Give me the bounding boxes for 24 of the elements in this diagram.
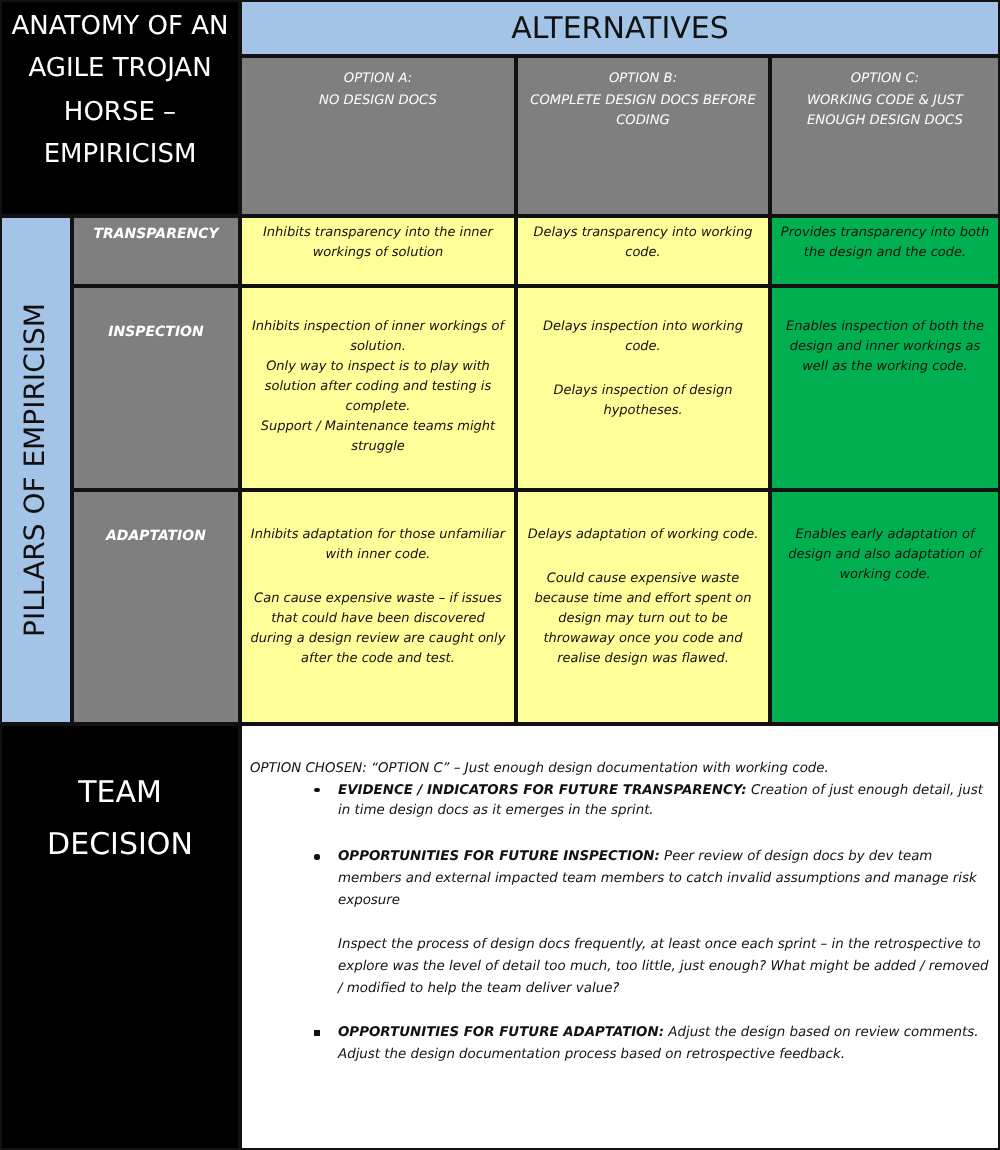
table-cell	[770, 490, 1000, 724]
table-cell	[770, 286, 1000, 490]
table-cell	[72, 216, 240, 286]
heading: ALTERNATIVES	[509, 8, 731, 50]
table-cell	[240, 0, 1000, 56]
table-cell	[0, 724, 240, 1150]
table-cell	[516, 216, 770, 286]
table-cell	[240, 216, 516, 286]
table-cell	[240, 56, 516, 216]
table-cell	[516, 56, 770, 216]
table-cell	[240, 286, 516, 490]
row-group-label: PILLARS OF EMPIRICISM	[20, 303, 52, 637]
title: ANATOMY OF AN AGILE TROJAN HORSE – EMPIRICISM	[10, 10, 230, 175]
table-cell	[240, 490, 516, 724]
table-cell	[0, 216, 72, 724]
table-cell	[72, 490, 240, 724]
table-cell	[770, 56, 1000, 216]
table-cell	[240, 724, 1000, 1150]
heading: TEAM DECISION	[45, 772, 195, 867]
table-cell	[516, 490, 770, 724]
table-cell	[0, 0, 240, 216]
table-cell	[516, 286, 770, 490]
table-cell	[72, 286, 240, 490]
table-cell	[770, 216, 1000, 286]
